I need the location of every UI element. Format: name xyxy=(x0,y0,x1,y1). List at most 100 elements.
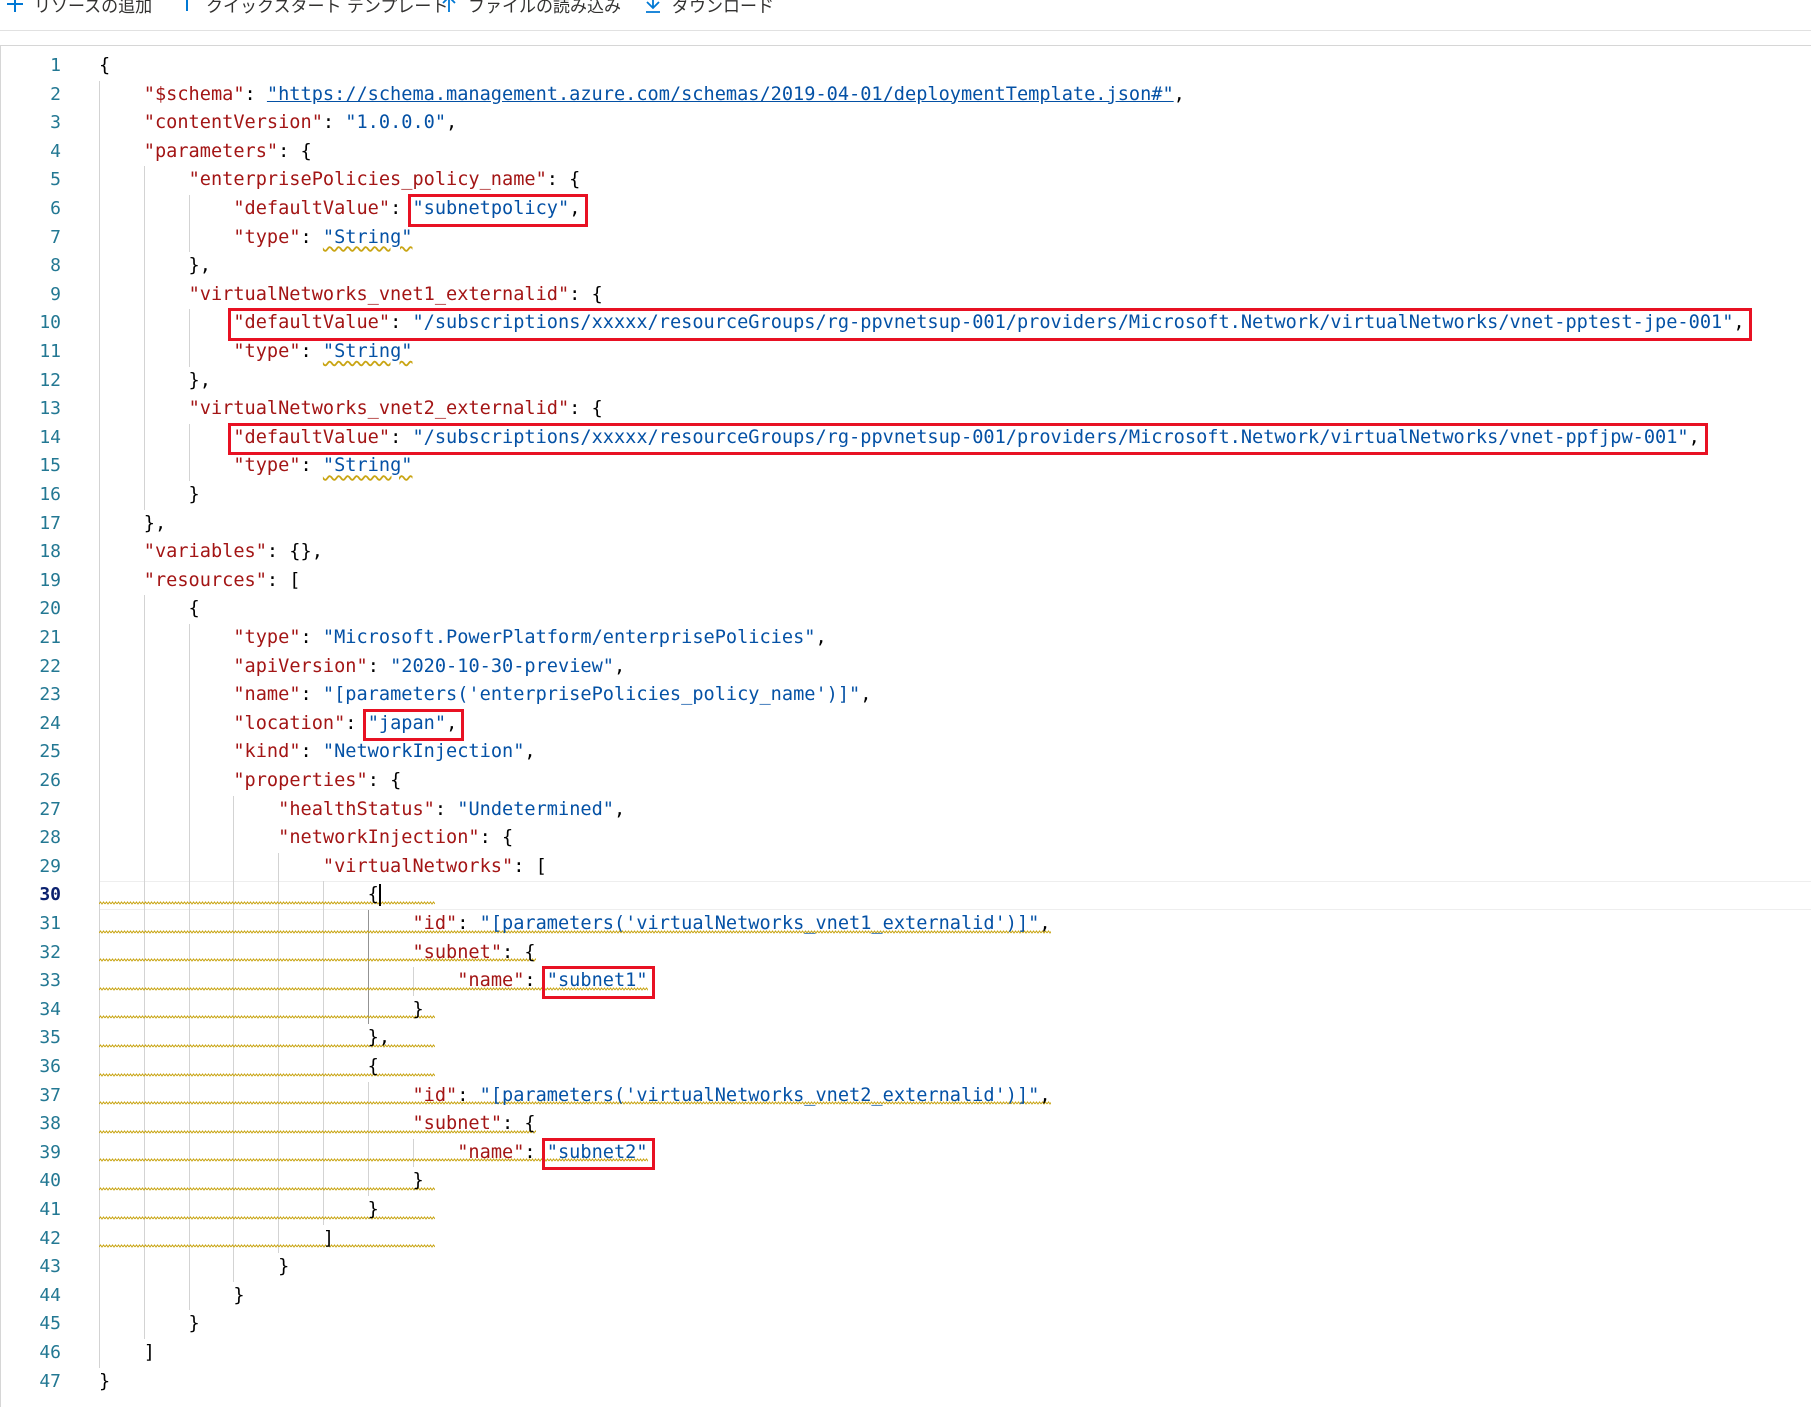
code-line[interactable]: } xyxy=(99,1256,290,1278)
indent-guide xyxy=(188,195,190,253)
code-line[interactable]: "parameters": { xyxy=(143,140,312,162)
line-number: 20 xyxy=(39,598,61,620)
code-line[interactable]: } xyxy=(99,1313,200,1335)
indent-guide xyxy=(412,1138,414,1168)
code-line[interactable]: "defaultValue": "/subscriptions/xxxxx/re… xyxy=(233,426,1700,448)
code-line[interactable]: "subnet": { xyxy=(412,1113,536,1135)
line-number: 33 xyxy=(39,970,61,992)
code-line[interactable]: "id": "[parameters('virtualNetworks_vnet… xyxy=(412,1084,1051,1106)
indent-guide xyxy=(278,852,280,1254)
code-area[interactable]: { "$schema": "https://schema.management.… xyxy=(99,46,1811,1407)
line-number: 26 xyxy=(39,770,61,791)
current-line-highlight xyxy=(99,881,1811,910)
line-number: 6 xyxy=(50,198,61,219)
code-line[interactable]: { xyxy=(99,598,200,620)
indent-guide xyxy=(323,881,324,1225)
download-button[interactable]: ダウンロード xyxy=(644,0,774,19)
line-number: 29 xyxy=(39,855,61,877)
code-line[interactable]: "type": "String" xyxy=(233,226,413,248)
line-number: 2 xyxy=(50,83,61,105)
indent-guide xyxy=(367,1081,369,1196)
code-line[interactable]: } xyxy=(99,1199,379,1220)
line-number: 25 xyxy=(39,741,61,763)
code-line[interactable]: "contentVersion": "1.0.0.0", xyxy=(143,112,458,134)
warning-squiggle xyxy=(99,1072,435,1077)
line-number: 42 xyxy=(39,1227,61,1249)
line-number: 3 xyxy=(50,112,61,134)
code-line[interactable]: }, xyxy=(99,255,211,277)
code-line[interactable]: }, xyxy=(99,1027,391,1049)
load-file-label: ファイルの読み込み xyxy=(468,0,621,17)
line-number: 16 xyxy=(39,484,61,505)
plus-icon xyxy=(6,0,26,13)
code-line[interactable]: "name": "[parameters('enterprisePolicies… xyxy=(233,684,872,706)
line-number: 18 xyxy=(39,541,61,563)
code-line[interactable]: "id": "[parameters('virtualNetworks_vnet… xyxy=(412,913,1051,934)
code-line[interactable]: } xyxy=(99,484,200,505)
quickstart-template-button[interactable]: クイックスタート テンプレート xyxy=(178,0,448,19)
code-line[interactable]: "virtualNetworks": [ xyxy=(322,855,547,877)
warning-squiggle xyxy=(99,929,1051,934)
load-file-button[interactable]: ファイルの読み込み xyxy=(440,0,621,19)
line-number: 5 xyxy=(50,169,61,191)
line-number: 13 xyxy=(39,398,61,420)
text-cursor xyxy=(379,884,381,907)
code-line[interactable]: "properties": { xyxy=(233,770,402,791)
code-line[interactable]: "kind": "NetworkInjection", xyxy=(233,741,536,763)
code-line[interactable]: "name": "subnet1" xyxy=(457,970,648,992)
line-number: 46 xyxy=(39,1342,61,1363)
line-number: 19 xyxy=(39,569,61,591)
warning-squiggle xyxy=(99,986,648,991)
code-line[interactable]: "enterprisePolicies_policy_name": { xyxy=(188,169,581,191)
line-number: 41 xyxy=(39,1199,61,1220)
code-line[interactable]: "type": "String" xyxy=(233,455,413,477)
code-line[interactable]: { xyxy=(99,1056,379,1077)
warning-squiggle xyxy=(99,1129,536,1134)
code-line[interactable]: { xyxy=(99,55,111,76)
code-line[interactable]: "$schema": "https://schema.management.az… xyxy=(143,83,1185,105)
warning-squiggle xyxy=(99,1101,1051,1106)
code-line[interactable]: "type": "Microsoft.PowerPlatform/enterpr… xyxy=(233,627,827,648)
warning-squiggle xyxy=(99,1158,648,1163)
code-line[interactable]: } xyxy=(99,998,424,1020)
line-number: 39 xyxy=(39,1141,61,1163)
code-line[interactable]: { xyxy=(99,884,379,906)
code-line[interactable]: "subnet": { xyxy=(412,941,536,963)
code-line[interactable]: "variables": {}, xyxy=(143,541,323,563)
code-line[interactable]: "apiVersion": "2020-10-30-preview", xyxy=(233,655,626,677)
line-number: 8 xyxy=(50,255,61,277)
code-line[interactable]: "healthStatus": "Undetermined", xyxy=(278,798,626,820)
indent-guide xyxy=(412,967,414,996)
code-line[interactable]: "networkInjection": { xyxy=(278,827,514,849)
line-number: 40 xyxy=(39,1170,61,1192)
line-number: 12 xyxy=(39,369,61,391)
indent-guide xyxy=(233,795,235,1282)
line-number: 9 xyxy=(50,283,61,305)
code-line[interactable]: "defaultValue": "/subscriptions/xxxxx/re… xyxy=(233,312,1745,334)
code-line[interactable]: "virtualNetworks_vnet1_externalid": { xyxy=(188,283,603,305)
code-line[interactable]: "location": "japan", xyxy=(233,712,458,734)
code-line[interactable]: } xyxy=(99,1170,424,1192)
code-line[interactable]: "name": "subnet2" xyxy=(457,1141,648,1163)
code-line[interactable]: "defaultValue": "subnetpolicy", xyxy=(233,198,581,219)
line-number: 38 xyxy=(39,1113,61,1135)
code-line[interactable]: "type": "String" xyxy=(233,341,413,362)
code-line[interactable]: "virtualNetworks_vnet2_externalid": { xyxy=(188,398,603,420)
code-line[interactable]: ] xyxy=(99,1227,335,1249)
code-line[interactable]: } xyxy=(99,1284,245,1306)
line-number: 27 xyxy=(39,798,61,820)
warning-squiggle xyxy=(99,1015,435,1020)
indent-guide xyxy=(188,423,190,481)
code-line[interactable]: } xyxy=(99,1370,111,1392)
code-line[interactable]: }, xyxy=(99,512,167,534)
warning-squiggle xyxy=(99,901,435,905)
code-line[interactable]: ] xyxy=(99,1342,155,1363)
indent-guide xyxy=(143,595,145,1339)
line-number: 14 xyxy=(39,426,61,448)
add-resource-button[interactable]: リソースの追加 xyxy=(6,0,152,19)
code-line[interactable]: }, xyxy=(99,369,211,391)
line-number: 1 xyxy=(50,55,61,76)
line-number: 36 xyxy=(39,1056,61,1077)
code-line[interactable]: "resources": [ xyxy=(143,569,301,591)
